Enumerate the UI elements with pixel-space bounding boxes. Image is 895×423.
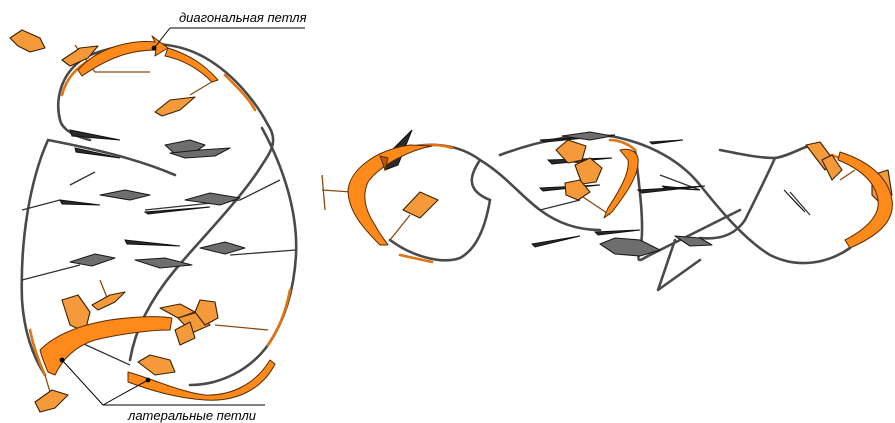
loop-base bbox=[35, 390, 68, 412]
loop-base bbox=[10, 30, 45, 52]
connection-line bbox=[215, 325, 268, 330]
loop-base bbox=[155, 97, 195, 116]
right-structure bbox=[322, 130, 892, 290]
backbone-strand bbox=[190, 128, 296, 385]
backbone-strand bbox=[48, 140, 175, 175]
guanine-base bbox=[70, 254, 115, 266]
base-plate bbox=[60, 200, 100, 205]
diagonal-loop-ribbon bbox=[78, 36, 168, 76]
lateral-loops-label: латеральные петли bbox=[127, 408, 256, 423]
guanine-base bbox=[200, 242, 245, 254]
guanine-base bbox=[100, 190, 150, 200]
leader-dot bbox=[146, 378, 151, 383]
base-plate bbox=[650, 140, 683, 144]
connection-line bbox=[840, 170, 855, 180]
guanine-base bbox=[185, 193, 240, 205]
connection-line bbox=[322, 190, 352, 192]
connection-line bbox=[22, 265, 80, 280]
connection-line bbox=[540, 200, 580, 210]
base-plate bbox=[125, 240, 180, 246]
base-plate bbox=[145, 207, 210, 214]
annotation-diagonal: диагональная петля bbox=[152, 10, 307, 50]
loop-base bbox=[92, 292, 125, 310]
lateral-loop-ribbon bbox=[838, 152, 892, 248]
backbone-strand bbox=[22, 140, 48, 375]
base-plate bbox=[532, 236, 580, 247]
base-plate bbox=[595, 230, 640, 235]
loop-backbone bbox=[268, 290, 290, 345]
loop-base bbox=[138, 355, 175, 375]
loop-backbone bbox=[225, 75, 255, 110]
base-plate bbox=[784, 190, 805, 212]
connection-line bbox=[190, 80, 215, 95]
leader-line bbox=[103, 380, 148, 405]
connection-line bbox=[45, 375, 50, 392]
diagonal-loop-ribbon bbox=[165, 48, 218, 82]
connection-line bbox=[390, 215, 410, 240]
left-structure bbox=[10, 30, 296, 412]
connection-line bbox=[70, 172, 95, 185]
diagonal-loop-label: диагональная петля bbox=[179, 10, 307, 25]
loop-base bbox=[403, 192, 438, 218]
connection-line bbox=[580, 195, 610, 215]
connection-line bbox=[230, 250, 296, 255]
leader-dot bbox=[152, 46, 157, 51]
leader-line bbox=[62, 360, 103, 405]
backbone-strand bbox=[720, 143, 820, 158]
leader-dot bbox=[60, 358, 65, 363]
backbone-strand bbox=[650, 210, 740, 255]
connection-line bbox=[790, 192, 810, 215]
lateral-loop-ribbon bbox=[604, 149, 638, 218]
connection-line bbox=[322, 175, 325, 210]
base-plate bbox=[70, 130, 120, 140]
